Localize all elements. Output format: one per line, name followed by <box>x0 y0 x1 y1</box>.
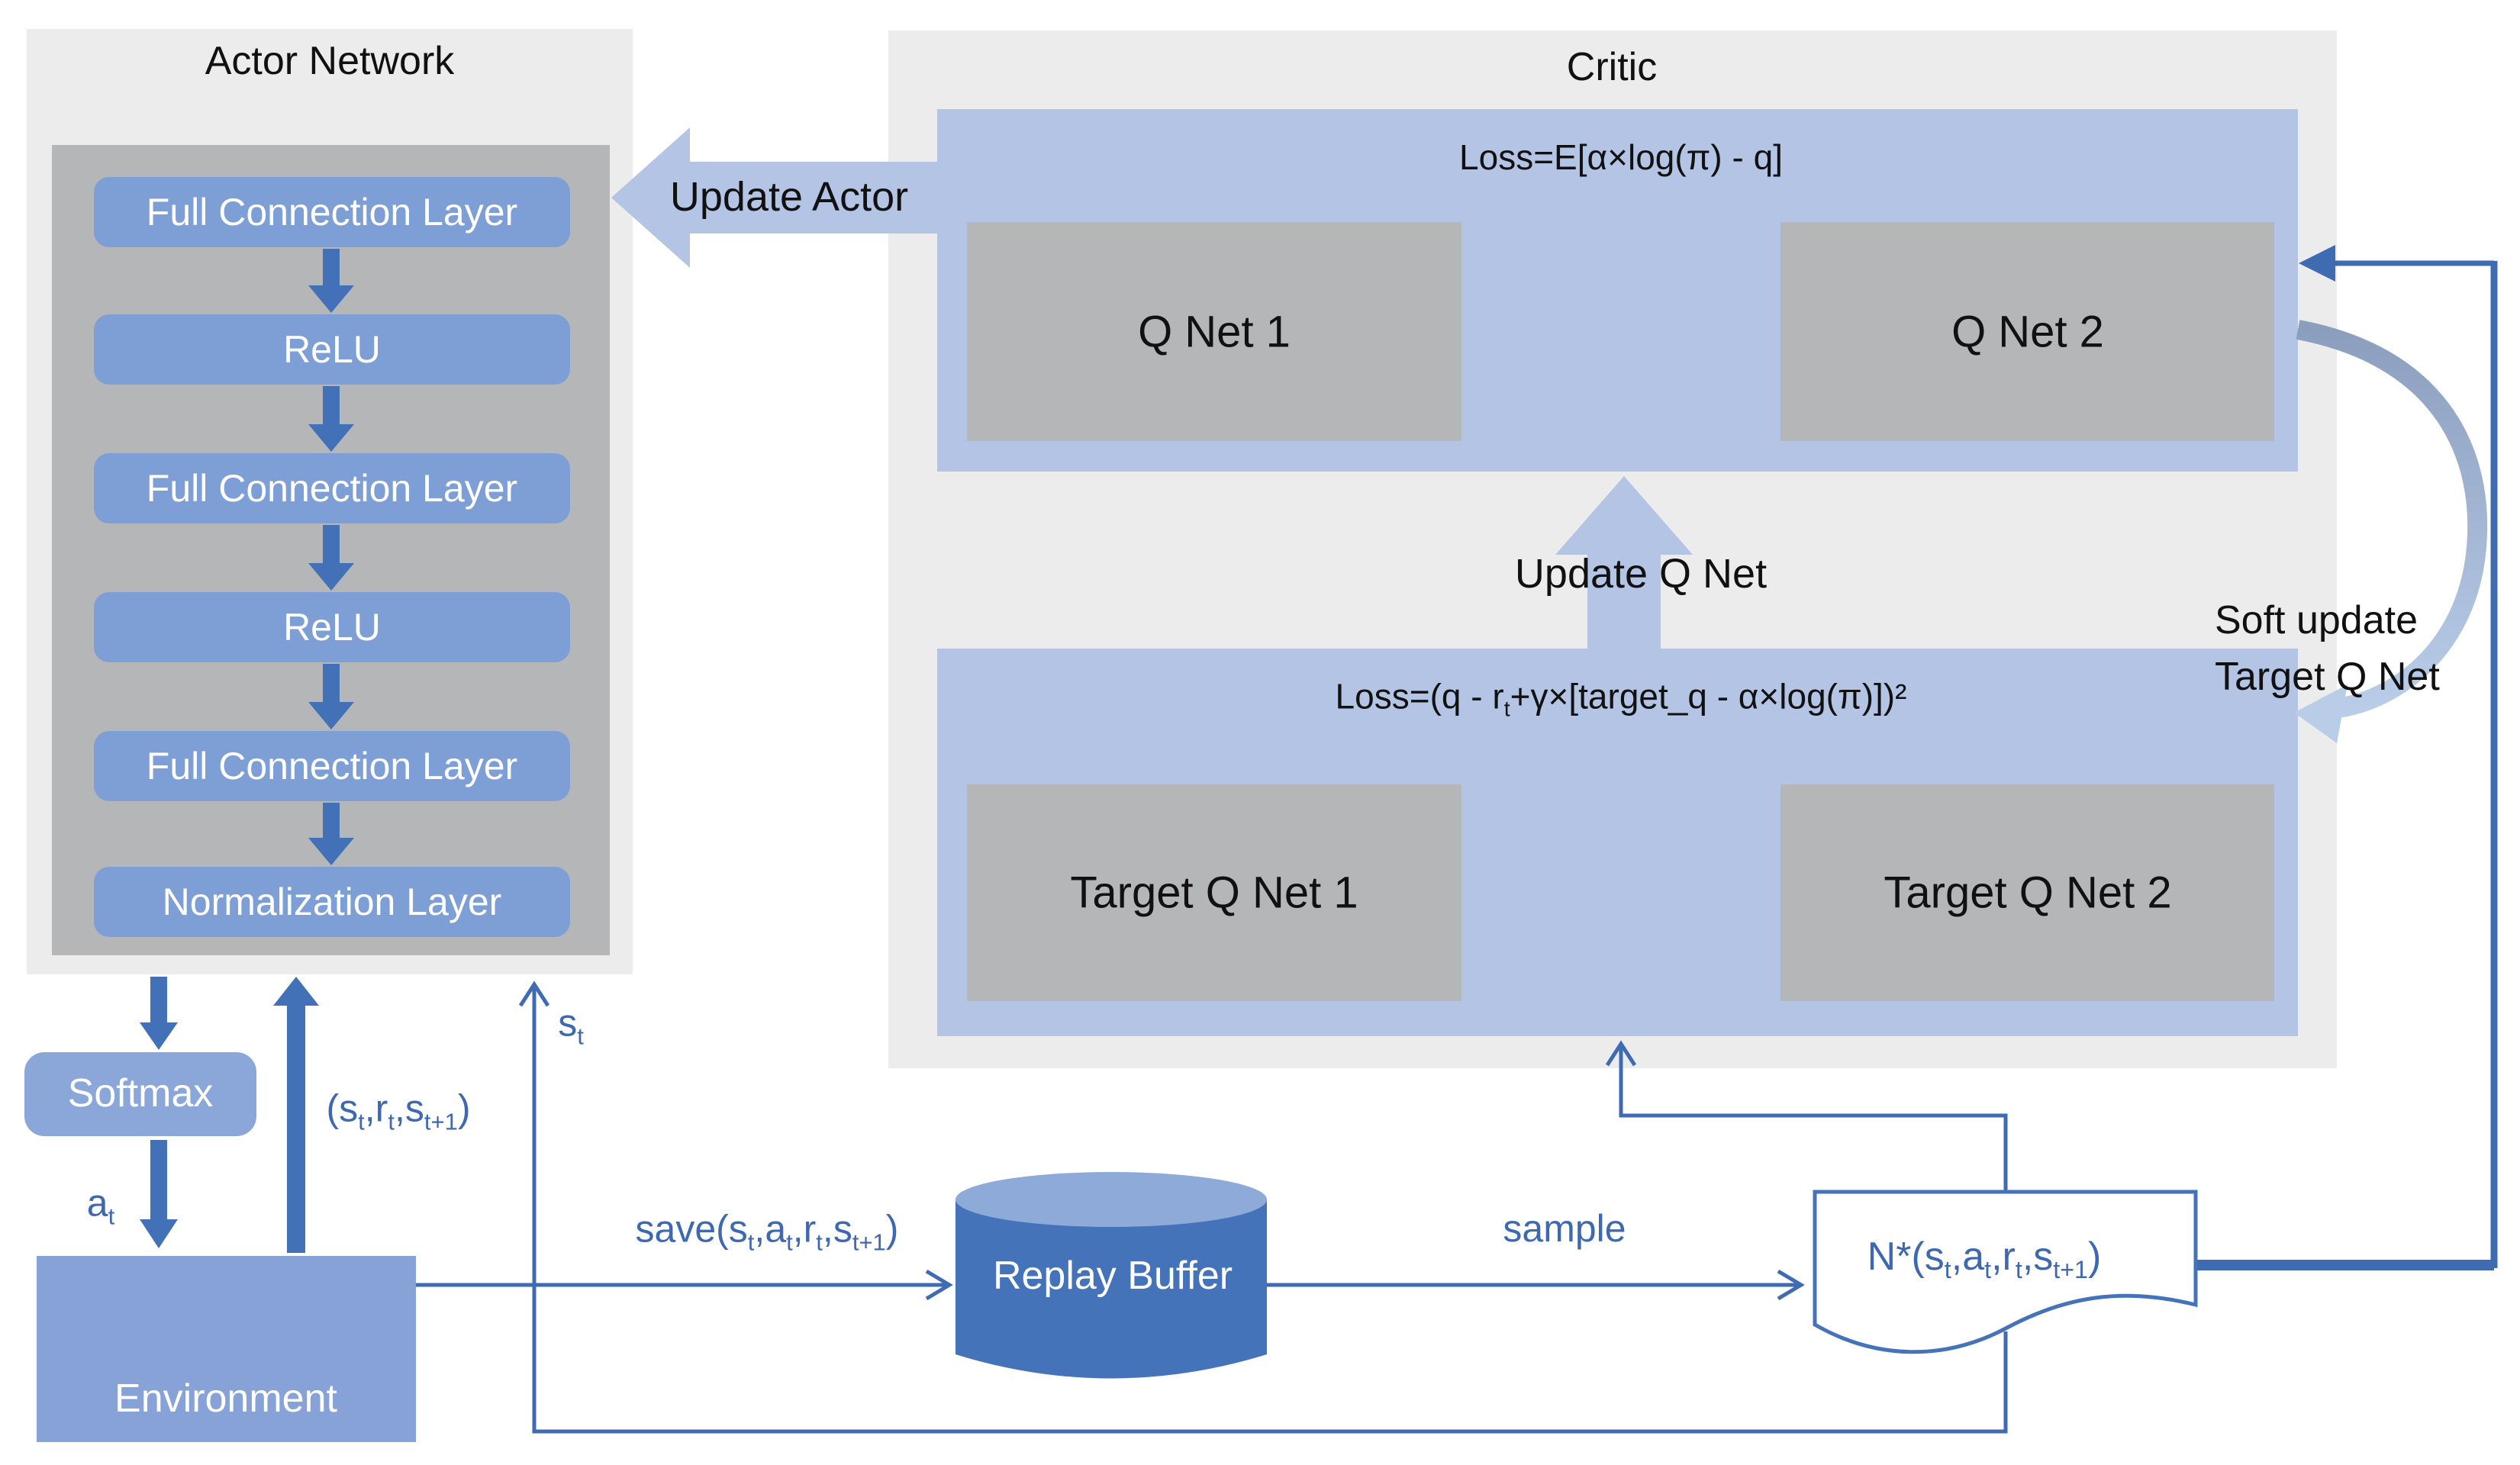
update-actor-arrow <box>611 127 940 268</box>
softmax-label: Softmax <box>67 1071 214 1116</box>
softmax-box <box>24 1052 256 1136</box>
sample-label: sample <box>1503 1207 1626 1250</box>
actor-layer-relu1: ReLU <box>94 314 570 385</box>
q-net-1-label: Q Net 1 <box>1138 307 1291 357</box>
actor-layer-label: ReLU <box>283 328 381 371</box>
update-q-net-arrow <box>1555 476 1693 653</box>
transition-label: (st,rt,st+1) <box>326 1087 471 1135</box>
soft-update-curve <box>2296 320 2488 718</box>
env-to-actor-arrow-icon <box>273 977 319 1253</box>
target-q-net-2-box <box>1780 784 2274 1001</box>
soft-update-arrowhead-icon <box>2294 684 2348 743</box>
update-actor-label: Update Actor <box>669 174 909 220</box>
batch-document-shape <box>1813 1190 2198 1354</box>
action-label: at <box>86 1181 115 1230</box>
actor-layer-relu2: ReLU <box>94 592 570 662</box>
actor-layer-label: Full Connection Layer <box>146 745 518 787</box>
batch-label: N*(st,at,rt,st+1) <box>1867 1234 2102 1284</box>
replay-buffer-cylinder-top <box>955 1172 1267 1227</box>
replay-buffer-cylinder <box>955 1199 1267 1379</box>
soft-update-line2: Target Q Net <box>2215 655 2440 699</box>
actor-layer-fc3: Full Connection Layer <box>94 731 570 801</box>
actor-layer-label: Normalization Layer <box>162 881 502 923</box>
q-loss-formula: Loss=E[α×log(π) - q] <box>1459 137 1783 177</box>
actor-layer-norm: Normalization Layer <box>94 867 570 937</box>
critic-title: Critic <box>1566 45 1658 89</box>
actor-layer-label: Full Connection Layer <box>146 191 518 233</box>
softmax-to-env-arrow-icon <box>140 1140 178 1248</box>
q-net-1-box <box>967 222 1461 441</box>
replay-to-batch-arrowhead-icon <box>1777 1269 1805 1301</box>
target-q-net-1-box <box>967 784 1461 1001</box>
layer-arrow-icon <box>308 664 354 729</box>
environment-label: Environment <box>114 1376 337 1421</box>
layer-arrow-icon <box>308 803 354 865</box>
q-net-2-label: Q Net 2 <box>1951 307 2104 357</box>
environment-box <box>37 1256 416 1442</box>
actor-layer-label: Full Connection Layer <box>146 467 518 510</box>
state-label: st <box>558 1001 584 1050</box>
actor-network-title: Actor Network <box>205 39 455 83</box>
batch-to-target-line <box>1619 1047 2008 1192</box>
target-q-net-1-label: Target Q Net 1 <box>1070 868 1358 918</box>
target-loss-formula: Loss=(q - rt+γ×[target_q - α×log(π)])² <box>1335 676 1907 722</box>
actor-layer-fc2: Full Connection Layer <box>94 453 570 523</box>
save-transition-label: save(st,at,rt,st+1) <box>635 1207 899 1256</box>
actor-to-softmax-arrow-icon <box>140 977 178 1050</box>
replay-buffer-label: Replay Buffer <box>992 1254 1233 1298</box>
soft-update-label: Soft update Target Q Net <box>2215 592 2440 705</box>
actor-layer-fc1: Full Connection Layer <box>94 177 570 247</box>
env-to-replay-arrowhead-icon <box>925 1269 953 1301</box>
actor-layer-label: ReLU <box>283 606 381 649</box>
update-q-net-label: Update Q Net <box>1514 551 1768 597</box>
state-loop-line <box>532 986 2008 1434</box>
layer-arrow-icon <box>308 525 354 591</box>
layer-arrow-icon <box>308 249 354 313</box>
target-q-net-2-label: Target Q Net 2 <box>1884 868 2172 918</box>
soft-update-line1: Soft update <box>2215 598 2418 642</box>
state-arrowhead-icon <box>518 980 550 1007</box>
batch-to-critic-arrowhead-icon <box>2299 245 2335 282</box>
q-net-2-box <box>1780 222 2274 441</box>
batch-to-target-arrowhead-icon <box>1605 1040 1637 1067</box>
layer-arrow-icon <box>308 386 354 452</box>
